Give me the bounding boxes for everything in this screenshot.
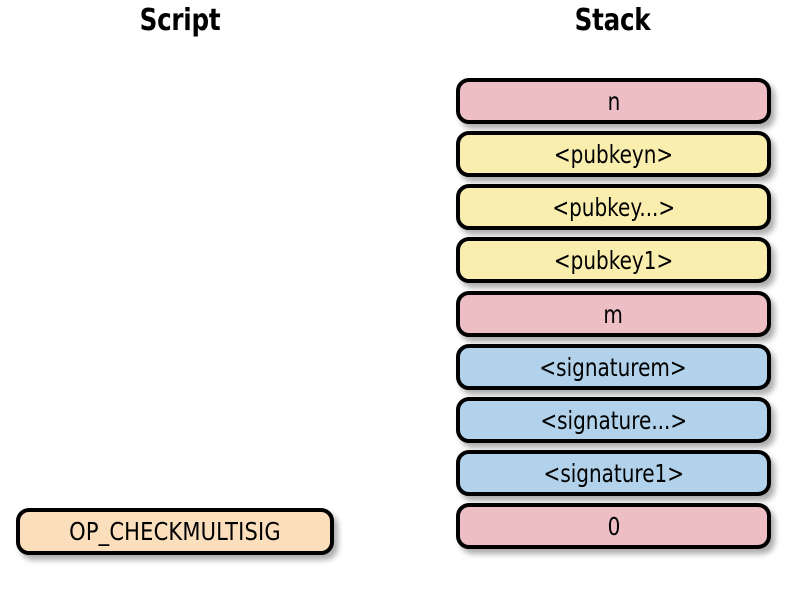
stack-item: <signature...> xyxy=(456,397,771,443)
stack-item: <signature1> xyxy=(456,450,771,496)
stack-item: <pubkey...> xyxy=(456,184,771,230)
stack-item: <pubkeyn> xyxy=(456,131,771,177)
stack-item-label: <signature1> xyxy=(543,458,684,488)
stack-item-label: <pubkeyn> xyxy=(553,139,674,169)
stack-item: m xyxy=(456,291,771,337)
stack-item-label: m xyxy=(603,299,624,329)
stack-item: n xyxy=(456,78,771,124)
stack-item: 0 xyxy=(456,503,771,549)
stack-item-label: 0 xyxy=(607,511,620,541)
stack-item-label: <pubkey...> xyxy=(552,192,675,222)
stack-item: <pubkey1> xyxy=(456,237,771,283)
stack-item-label: <signature...> xyxy=(540,405,687,435)
stack-column-heading: Stack xyxy=(574,3,651,38)
script-opcode-label: OP_CHECKMULTISIG xyxy=(69,517,281,546)
stack-item-label: n xyxy=(607,86,620,116)
stack-item: <signaturem> xyxy=(456,344,771,390)
stack-item-label: <pubkey1> xyxy=(553,245,674,275)
script-opcode-item: OP_CHECKMULTISIG xyxy=(16,508,334,555)
script-column-heading: Script xyxy=(139,3,221,38)
stack-item-label: <signaturem> xyxy=(539,352,688,382)
